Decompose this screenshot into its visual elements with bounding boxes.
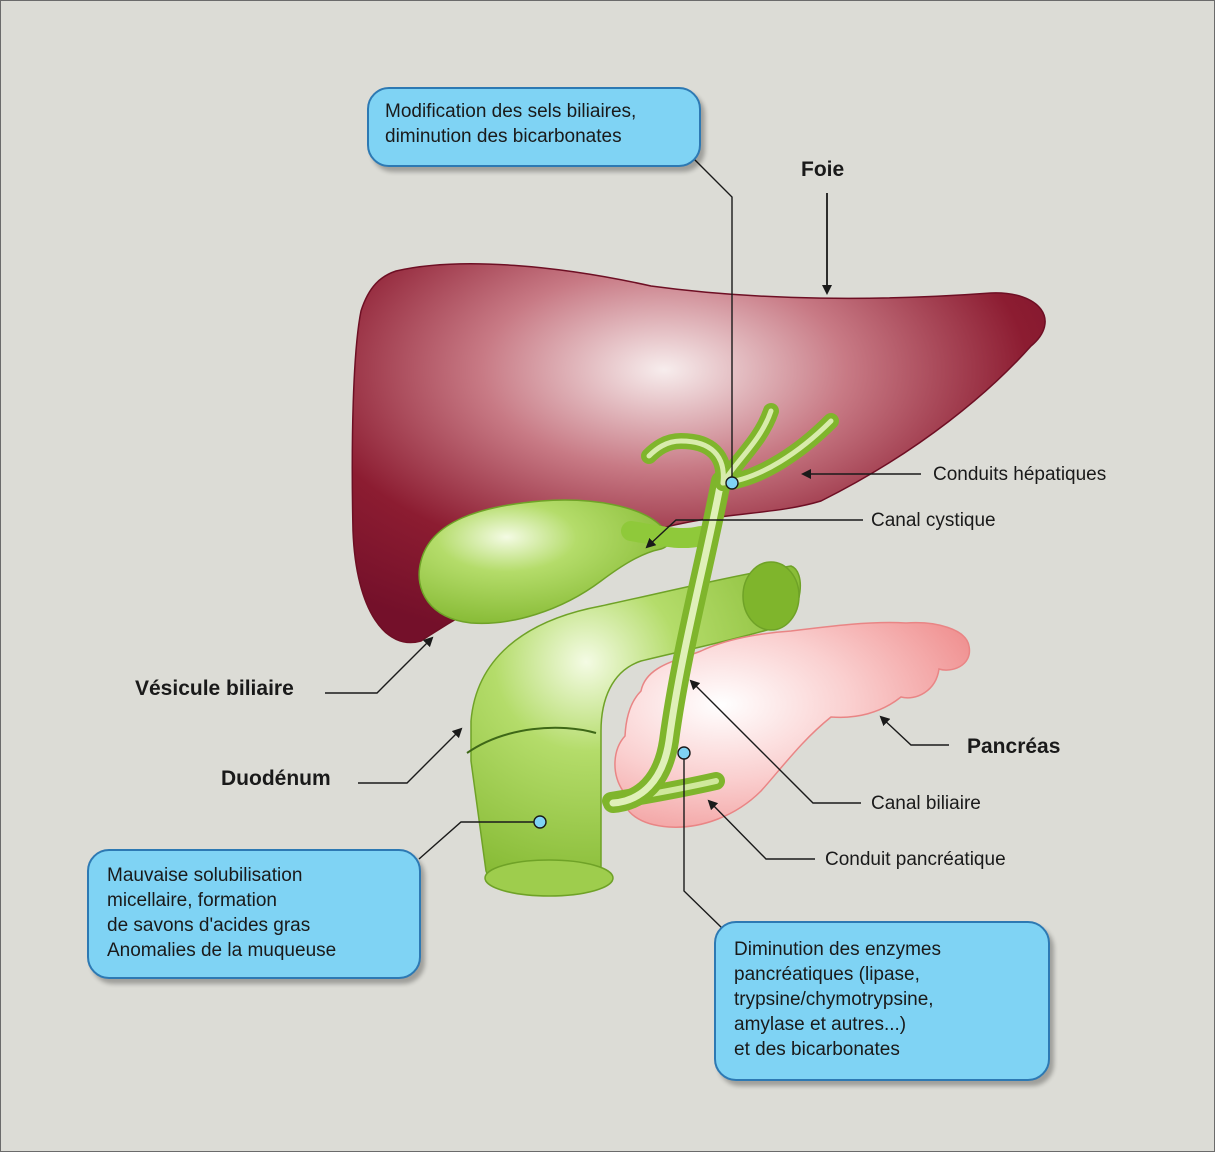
callout-duodenum-line: micellaire, formation <box>107 888 401 913</box>
callout-pancreas-line: trypsine/chymotrypsine, <box>734 987 1030 1012</box>
callout-bile-salts-line: diminution des bicarbonates <box>385 124 683 149</box>
label-conduit-pancreatique: Conduit pancréatique <box>825 848 1006 871</box>
leader-pancreas <box>881 717 949 745</box>
callout-bile-salts: Modification des sels biliaires, diminut… <box>367 87 701 167</box>
callout-bile-salts-line: Modification des sels biliaires, <box>385 99 683 124</box>
label-foie: Foie <box>801 158 844 181</box>
callout-duodenum-line: de savons d'acides gras <box>107 913 401 938</box>
label-conduits-hepatiques: Conduits hépatiques <box>933 463 1106 486</box>
label-canal-cystique: Canal cystique <box>871 509 996 532</box>
callout-duodenum: Mauvaise solubilisation micellaire, form… <box>87 849 421 979</box>
label-canal-biliaire: Canal biliaire <box>871 792 981 815</box>
callout-pancreas-line: amylase et autres...) <box>734 1012 1030 1037</box>
callout-pancreas: Diminution des enzymes pancréatiques (li… <box>714 921 1050 1081</box>
callout-pancreas-line: et des bicarbonates <box>734 1037 1030 1062</box>
callout-pancreas-line: Diminution des enzymes <box>734 937 1030 962</box>
anchor-dot-pancreas <box>678 747 690 759</box>
callout-pancreas-line: pancréatiques (lipase, <box>734 962 1030 987</box>
anchor-dot-duodenum <box>534 816 546 828</box>
callout-duodenum-line: Anomalies de la muqueuse <box>107 938 401 963</box>
leader-vesicule <box>325 638 432 693</box>
label-vesicule-biliaire: Vésicule biliaire <box>135 677 294 700</box>
leader-duodenum <box>358 729 461 783</box>
label-duodenum: Duodénum <box>221 767 331 790</box>
callout-duodenum-line: Mauvaise solubilisation <box>107 863 401 888</box>
label-pancreas: Pancréas <box>967 735 1060 758</box>
anchor-dot-bile <box>726 477 738 489</box>
